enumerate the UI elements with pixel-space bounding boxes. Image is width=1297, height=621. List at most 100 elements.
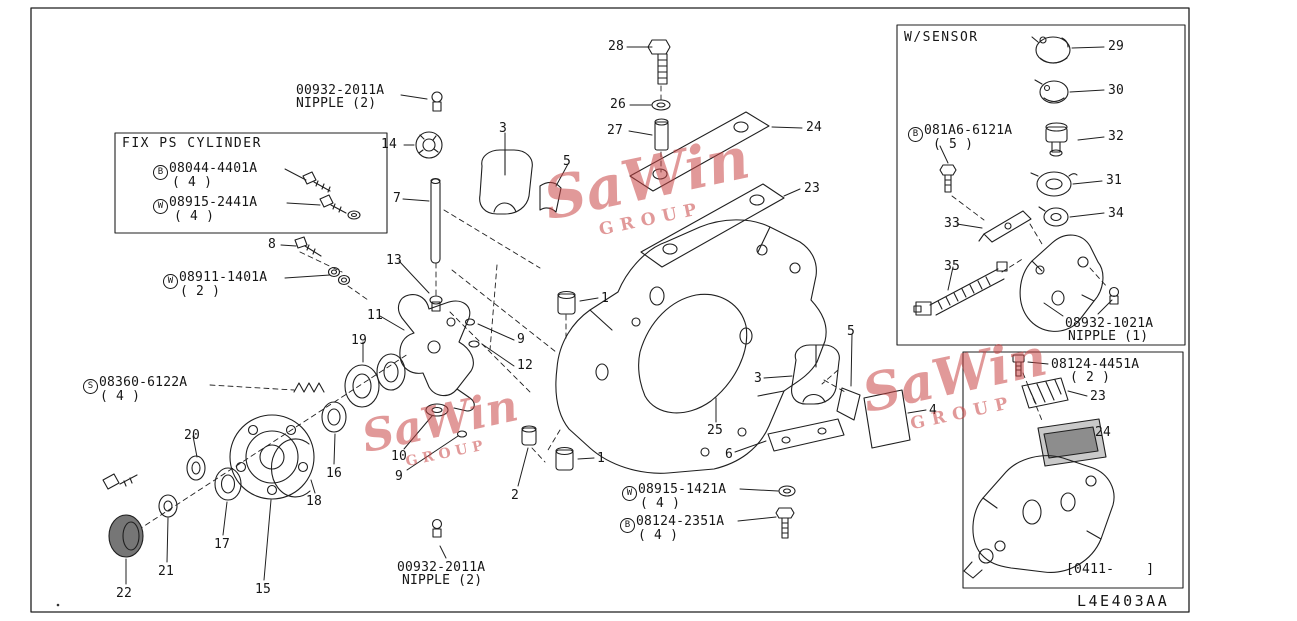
label-text: 00932-2011A [397,560,486,575]
callout-number: 8 [268,238,276,252]
callout-number: 30 [1108,84,1124,98]
callout-number: 1 [601,292,609,306]
text-label: ( 4 ) [100,390,140,404]
label-text: 08124-4451A [1051,357,1140,372]
text-label: NIPPLE (1) [1068,330,1148,344]
callout-number: 18 [306,495,322,509]
text-label: ( 5 ) [933,138,973,152]
callout-number: 6 [725,448,733,462]
callout-number: 28 [608,40,624,54]
hub-assembly-art [102,414,315,558]
callout-number: 34 [1108,207,1124,221]
label-text: 23 [1090,389,1107,404]
text-label: [0411- ] [1066,563,1154,577]
text-label: ( 4 ) [638,529,678,543]
callout-number: 10 [391,450,407,464]
label-text: 12 [517,358,534,373]
crossmember-art [431,219,845,539]
callout-number: 2 [511,489,519,503]
label-text: 17 [214,537,231,552]
label-text: 08360-6122A [99,375,188,390]
label-text: NIPPLE (2) [402,573,483,588]
label-text: 22 [116,586,133,601]
label-text: 08124-2351A [636,514,725,529]
label-text: 15 [255,582,272,597]
circled-b-icon: B [620,518,635,533]
dashed-construction-lines [137,85,1109,531]
label-text: ( 4 ) [638,528,679,543]
callout-number: 35 [944,260,960,274]
label-text: 19 [351,333,368,348]
label-text: 8 [268,237,277,252]
label-text: 16 [326,466,343,481]
top-fastener-art [647,39,671,151]
callout-number: 31 [1106,174,1122,188]
text-label: ( 2 ) [180,285,220,299]
callout-number: 7 [393,192,401,206]
callout-number: 23 [804,182,820,196]
label-text: 24 [806,120,823,135]
label-text: 9 [517,332,526,347]
label-text: 33 [944,216,961,231]
text-label: ( 4 ) [640,497,680,511]
label-text: 5 [847,324,856,339]
callout-number: 27 [607,124,623,138]
label-text: ( 5 ) [933,137,974,152]
label-text: NIPPLE (2) [296,96,377,111]
label-text: 9 [395,469,404,484]
callout-number: 9 [395,470,403,484]
callout-number: 29 [1108,40,1124,54]
label-text: NIPPLE (1) [1068,329,1149,344]
circled-w-icon: W [163,274,178,289]
callout-number: 15 [255,583,271,597]
inset-bracket-art [963,354,1115,579]
callout-number: 25 [707,424,723,438]
callout-number: 13 [386,254,402,268]
callout-number: 16 [326,467,342,481]
sensor-parts-art [913,36,1120,332]
label-text: ( 4 ) [172,175,213,190]
label-text: 08915-1421A [638,482,727,497]
callout-number: 22 [116,587,132,601]
callout-number: 1 [597,452,605,466]
label-text: 1 [601,291,610,306]
callout-number: 26 [610,98,626,112]
callout-number: 5 [563,155,571,169]
label-text: 3 [754,371,763,386]
callout-number: 5 [847,325,855,339]
callout-number: 19 [351,334,367,348]
label-text: 30 [1108,83,1125,98]
label-text: 08915-2441A [169,195,258,210]
border-frame [30,7,1190,613]
label-text: 14 [381,137,398,152]
label-text: 6 [725,447,734,462]
label-text: [0411- ] [1066,562,1155,577]
callout-number: 3 [499,122,507,136]
label-text: 26 [610,97,627,112]
circled-s-icon: S [83,379,98,394]
callout-number: 23 [1090,390,1106,404]
label-text: 32 [1108,129,1125,144]
label-text: 35 [944,259,961,274]
label-text: 24 [1095,425,1112,440]
fix-box-parts-art [294,171,361,286]
label-text: 18 [306,494,323,509]
steering-knuckle-art [293,294,480,438]
label-text: 11 [367,308,384,323]
label-text: 4 [929,403,938,418]
label-text: 2 [511,488,520,503]
label-text: 5 [563,154,572,169]
label-text: 27 [607,123,624,138]
text-label: NIPPLE (2) [296,97,376,111]
callout-number: 24 [1095,426,1111,440]
label-text: 7 [393,191,402,206]
leader-lines [125,46,1113,585]
plates-art [629,111,785,268]
